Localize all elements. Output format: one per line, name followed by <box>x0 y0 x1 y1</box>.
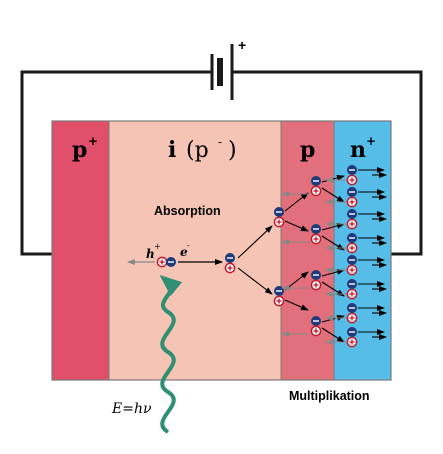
region-p-plus-sup: + <box>88 134 98 148</box>
region-n-plus-sup: + <box>366 134 376 148</box>
electron-icon <box>311 224 321 234</box>
region-intrinsic-label: i <box>168 137 176 163</box>
hole-label-sup: + <box>154 242 161 251</box>
electron-icon <box>225 253 235 263</box>
electron-path-arrow <box>284 220 309 232</box>
electron-path-arrow <box>237 267 273 295</box>
region-intrinsic-paren: (p <box>186 138 209 163</box>
hole-icon <box>310 185 322 197</box>
electron-path-arrow <box>321 222 345 231</box>
electron-icon <box>311 176 321 186</box>
photon-energy-label: E=hν <box>111 401 152 417</box>
electron-icon <box>311 316 321 326</box>
hole-icon <box>346 288 358 300</box>
hole-icon <box>273 216 285 228</box>
electron-label: e <box>180 245 188 259</box>
region-intrinsic <box>109 121 281 380</box>
electron-path-arrow <box>237 225 273 259</box>
hole-icon <box>346 218 358 230</box>
hole-icon <box>346 312 358 324</box>
electron-icon <box>347 187 357 197</box>
electron-icon <box>347 233 357 243</box>
photon-wave <box>159 274 183 434</box>
region-n-plus-label: n <box>350 137 366 163</box>
electron-icon <box>347 303 357 313</box>
electron-path-arrow <box>321 327 345 343</box>
electron-path-arrow <box>284 299 309 311</box>
electron-icon <box>311 270 321 280</box>
hole-icon <box>310 233 322 245</box>
hole-icon <box>224 262 236 274</box>
hole-icon <box>346 264 358 276</box>
hole-icon <box>310 279 322 291</box>
battery-plus-label: + <box>238 37 246 53</box>
carrier-layer <box>156 165 387 348</box>
electron-path-arrow <box>321 187 345 203</box>
hole-label: h <box>146 247 155 261</box>
electron-icon <box>347 327 357 337</box>
region-p-plus <box>52 121 109 380</box>
hole-icon <box>346 174 358 186</box>
electron-path-arrow <box>321 268 345 277</box>
electron-icon <box>347 255 357 265</box>
electron-icon <box>166 257 176 267</box>
hole-icon <box>346 196 358 208</box>
region-p-plus-label: p <box>72 137 87 163</box>
absorption-label: Absorption <box>154 204 221 218</box>
electron-icon <box>274 207 284 217</box>
electron-path-arrow <box>321 314 345 323</box>
electron-icon <box>347 165 357 175</box>
region-p-label: p <box>300 137 315 163</box>
electron-icon <box>347 209 357 219</box>
multiplication-label: Multiplikation <box>289 389 370 403</box>
hole-icon <box>310 325 322 337</box>
region-intrinsic-sup: - <box>218 135 222 149</box>
hole-icon <box>346 336 358 348</box>
hole-icon <box>156 256 168 268</box>
electron-icon <box>347 279 357 289</box>
hole-icon <box>346 242 358 254</box>
battery-icon <box>210 44 234 100</box>
device-frame <box>51 120 392 381</box>
region-intrinsic-paren-close: ) <box>228 138 237 163</box>
circuit-wire <box>20 70 423 256</box>
electron-label-sup: - <box>187 241 190 250</box>
electron-path-arrow <box>284 192 309 212</box>
hole-icon <box>273 295 285 307</box>
